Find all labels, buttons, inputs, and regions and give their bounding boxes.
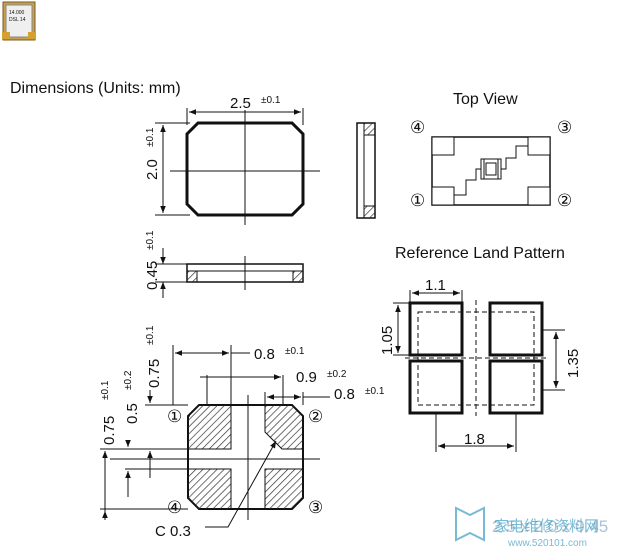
dim-thickness-tol: ±0.1 xyxy=(145,230,156,250)
dim-pad-gap-tol: ±0.2 xyxy=(327,369,347,380)
pin-3-label: ③ xyxy=(557,118,572,137)
dim-pad-width: 0.8 xyxy=(254,346,275,363)
dim-pad-gap: 0.9 xyxy=(296,369,317,386)
dim-pad-height-bot: 0.75 xyxy=(101,416,118,445)
watermark-url: www.520101.com xyxy=(507,538,587,549)
top-view-diagram: ④ ③ ① ② xyxy=(410,118,572,210)
land-pattern-diagram: 1.1 1.05 1.35 1.8 xyxy=(379,277,582,452)
dim-pad-height-bot-tol: ±0.1 xyxy=(100,380,111,400)
dim-height: 2.0 xyxy=(144,159,161,180)
dim-pad-width-2: 0.8 xyxy=(334,386,355,403)
dim-pad-width-tol: ±0.1 xyxy=(285,346,305,357)
dimensions-title: Dimensions (Units: mm) xyxy=(10,80,181,97)
book-logo-icon xyxy=(455,506,485,542)
land-pitch-y: 1.35 xyxy=(565,349,582,378)
watermark-size: 2.5 x 2.0 x 0.45 xyxy=(492,517,608,536)
bottom-pin-3-label: ③ xyxy=(308,498,323,517)
crystal-icon: 14.000 DSL 14 xyxy=(2,1,36,41)
land-pattern-title: Reference Land Pattern xyxy=(395,245,565,262)
package-thickness-view: 0.45 ±0.1 xyxy=(144,230,304,298)
icon-label-1: 14.000 xyxy=(9,10,25,16)
pin-1-label: ① xyxy=(410,191,425,210)
dim-thickness: 0.45 xyxy=(144,261,161,290)
bottom-pin-4-label: ④ xyxy=(167,498,182,517)
dim-width: 2.5 xyxy=(230,95,251,112)
top-view-title: Top View xyxy=(453,91,518,108)
dim-pad-height-mid: 0.5 xyxy=(124,403,141,424)
dim-pad-height-top-tol: ±0.1 xyxy=(145,325,156,345)
dim-pad-width-2-tol: ±0.1 xyxy=(365,386,385,397)
package-bottom-view: 0.8 ±0.1 0.9 ±0.2 0.8 ±0.1 0.75 ±0.1 0.5… xyxy=(100,325,385,540)
bottom-pin-1-label: ① xyxy=(167,407,182,426)
package-top-outline: 2.5 ±0.1 2.0 ±0.1 xyxy=(144,95,320,225)
dim-chamfer: C 0.3 xyxy=(155,523,191,540)
pin-2-label: ② xyxy=(557,191,572,210)
land-pitch-x: 1.8 xyxy=(464,431,485,448)
icon-label-2: DSL 14 xyxy=(9,17,26,23)
dim-pad-height-top: 0.75 xyxy=(146,359,163,388)
pin-4-label: ④ xyxy=(410,118,425,137)
watermark-title: 家电维修资料网 xyxy=(494,518,599,535)
dim-pad-height-mid-tol: ±0.2 xyxy=(123,370,134,390)
dim-height-tol: ±0.1 xyxy=(145,127,156,147)
land-width: 1.1 xyxy=(425,277,446,294)
package-side-view xyxy=(356,122,376,219)
watermark: 家电维修资料网 www.520101.com 2.5 x 2.0 x 0.45 xyxy=(455,506,608,549)
land-height: 1.05 xyxy=(379,326,396,355)
bottom-pin-2-label: ② xyxy=(308,407,323,426)
dim-width-tol: ±0.1 xyxy=(261,95,281,106)
